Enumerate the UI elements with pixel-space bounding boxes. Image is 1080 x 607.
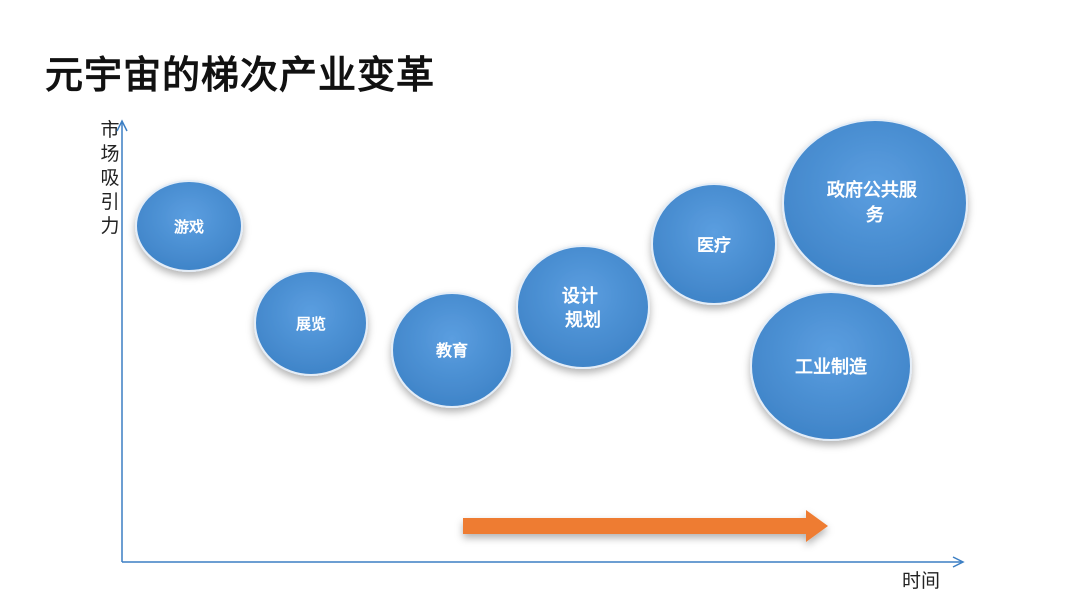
bubble-exhibition: 展览 bbox=[254, 270, 368, 376]
bubble-game: 游戏 bbox=[135, 180, 243, 272]
bubble-label: 医疗 bbox=[697, 235, 731, 256]
y-axis-label: 市场吸引力 bbox=[100, 119, 120, 237]
bubble-label: 政府公共服 务 bbox=[827, 179, 923, 226]
bubble-industrial-manufacturing: 工业制造 bbox=[750, 291, 912, 441]
bubble-label: 游戏 bbox=[174, 218, 204, 236]
bubble-government-services: 政府公共服 务 bbox=[782, 119, 968, 287]
bubble-label: 展览 bbox=[296, 315, 326, 333]
x-axis-label: 时间 bbox=[902, 570, 941, 592]
time-arrow bbox=[463, 510, 828, 542]
bubble-education: 教育 bbox=[391, 292, 513, 408]
bubble-medical: 医疗 bbox=[651, 183, 777, 305]
y-axis-arrowhead bbox=[116, 119, 128, 132]
bubble-label: 工业制造 bbox=[795, 356, 867, 378]
bubble-design-planning: 设计 规划 bbox=[516, 245, 650, 369]
x-axis-arrowhead bbox=[952, 556, 965, 568]
slide-title: 元宇宙的梯次产业变革 bbox=[45, 53, 436, 97]
bubble-label: 教育 bbox=[436, 341, 468, 360]
bubble-label: 设计 规划 bbox=[562, 285, 604, 331]
